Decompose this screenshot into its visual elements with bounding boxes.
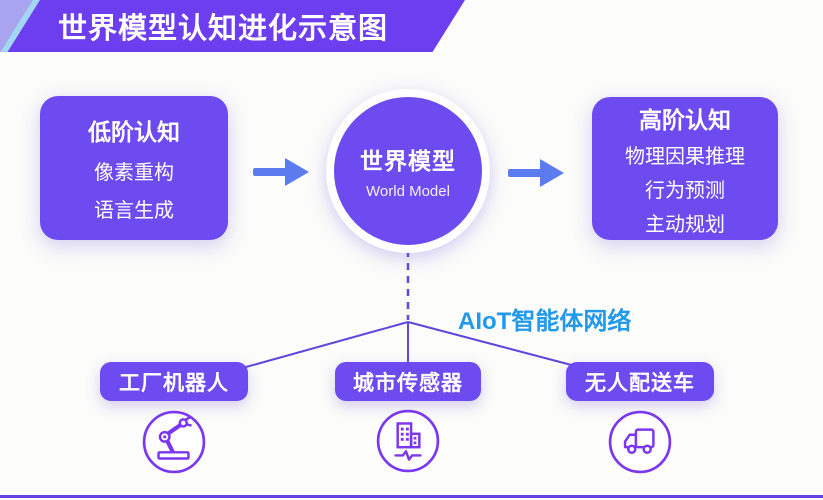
low-cognition-heading: 低阶认知: [88, 119, 180, 145]
world-model-subtitle: World Model: [366, 183, 450, 200]
arrow-right-icon: [253, 158, 309, 186]
city-sensor-icon: [376, 409, 440, 473]
high-cognition-box: 高阶认知 物理因果推理 行为预测 主动规划: [592, 97, 778, 240]
robot-arm-icon: [142, 410, 206, 474]
high-cognition-heading: 高阶认知: [639, 106, 731, 133]
node-factory-robot: 工厂机器人: [100, 362, 248, 401]
delivery-truck-icon: [608, 410, 672, 474]
low-cognition-item: 像素重构: [94, 162, 174, 184]
high-cognition-item: 物理因果推理: [625, 145, 745, 168]
bottom-accent-rule: [0, 495, 823, 498]
low-cognition-box: 低阶认知 像素重构 语言生成: [40, 96, 228, 240]
world-model-circle: 世界模型 World Model: [326, 89, 490, 253]
aiot-network-label: AIoT智能体网络: [458, 308, 632, 335]
node-city-sensor: 城市传感器: [335, 362, 481, 401]
page-title: 世界模型认知进化示意图: [57, 13, 388, 45]
node-delivery-vehicle: 无人配送车: [566, 362, 714, 401]
world-model-title: 世界模型: [360, 148, 456, 174]
connector-line-left: [245, 321, 409, 368]
high-cognition-item: 行为预测: [645, 179, 725, 202]
arrow-right-icon: [508, 159, 564, 187]
low-cognition-item: 语言生成: [94, 200, 174, 222]
high-cognition-item: 主动规划: [645, 213, 725, 236]
